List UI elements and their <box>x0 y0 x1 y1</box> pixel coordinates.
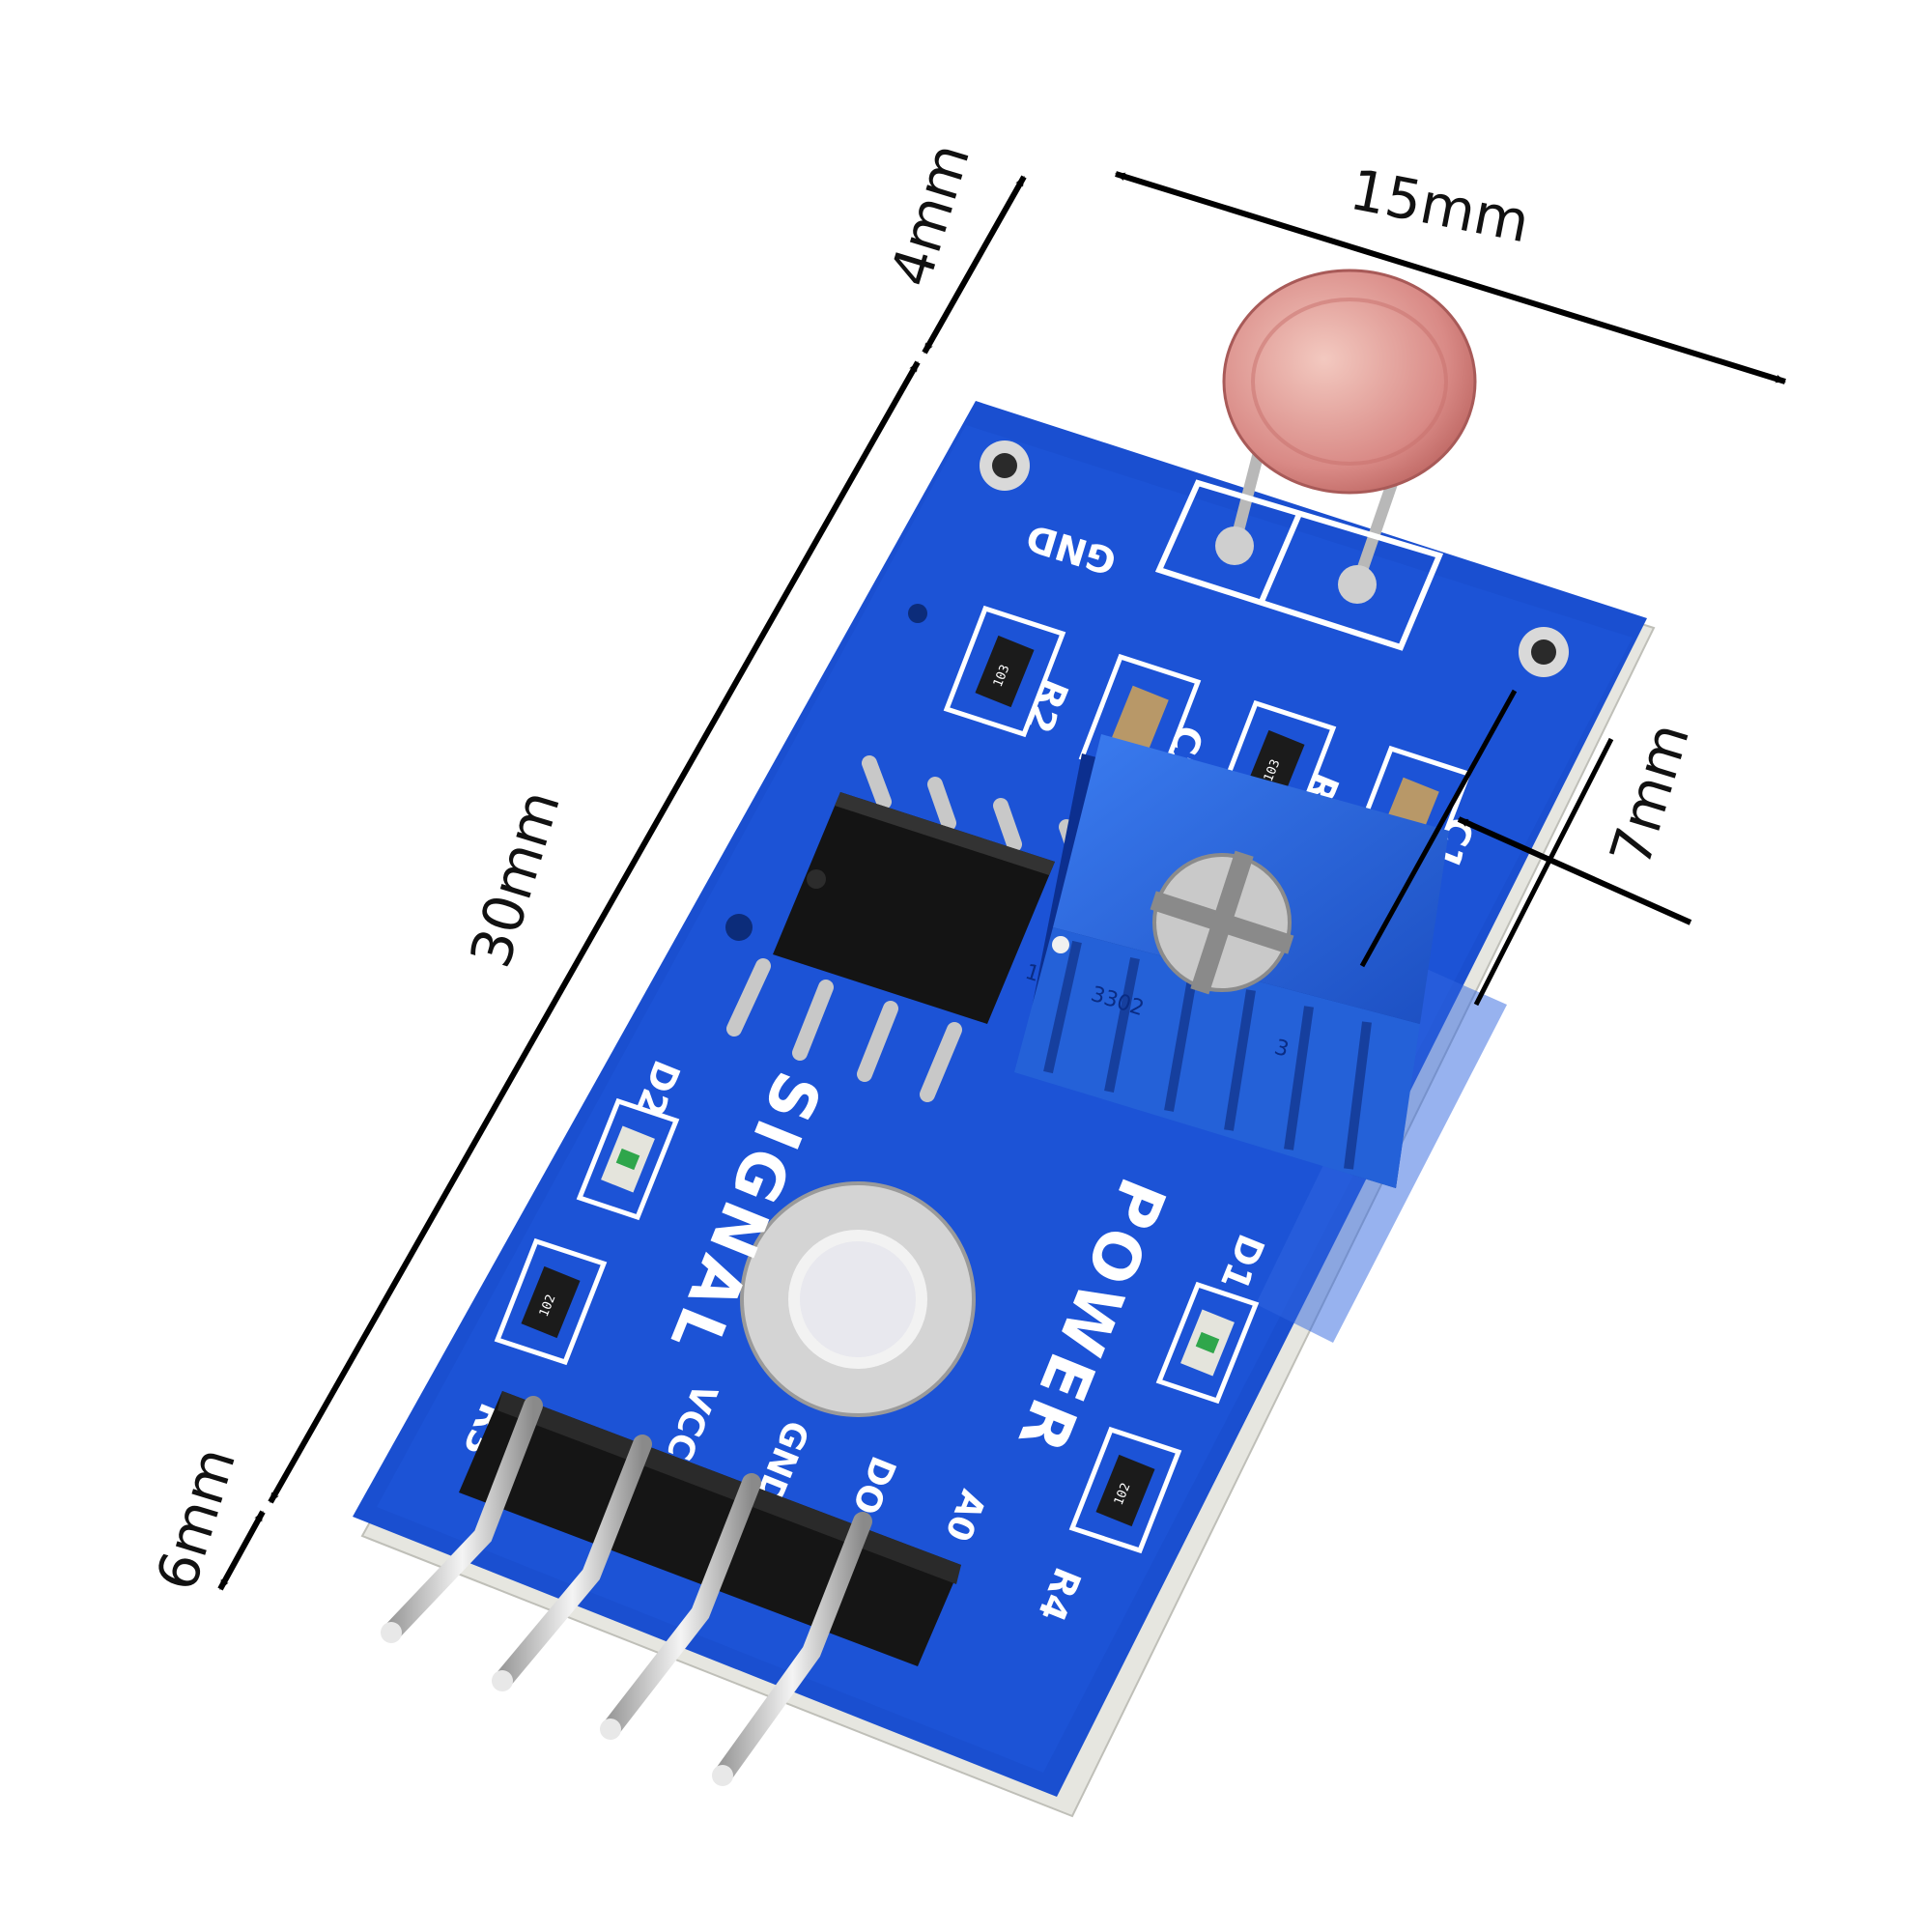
resistor-r2: 103 <box>943 605 1066 738</box>
mounting-hole-top-right <box>1519 627 1569 677</box>
dimension-6mm: 6mm <box>143 1440 266 1598</box>
led-d1 <box>1155 1281 1260 1405</box>
dimension-7mm-label: 7mm <box>1597 716 1702 873</box>
dimension-4mm: 4mm <box>877 136 1027 355</box>
mounting-hole-top-left <box>980 440 1030 491</box>
pot-pin-1: 1 <box>1022 960 1042 987</box>
dimension-30mm-label: 30mm <box>457 783 573 976</box>
pot-pin-3: 3 <box>1271 1036 1292 1063</box>
ldr-footprint <box>1154 479 1444 651</box>
potentiometer[interactable]: 1 3302 3 <box>1014 734 1449 1188</box>
dimension-6mm-label: 6mm <box>143 1440 248 1598</box>
resistor-r4: 102 <box>1068 1426 1182 1554</box>
dimension-15mm-label: 15mm <box>1345 156 1534 255</box>
dimension-4mm-label: 4mm <box>877 136 982 294</box>
